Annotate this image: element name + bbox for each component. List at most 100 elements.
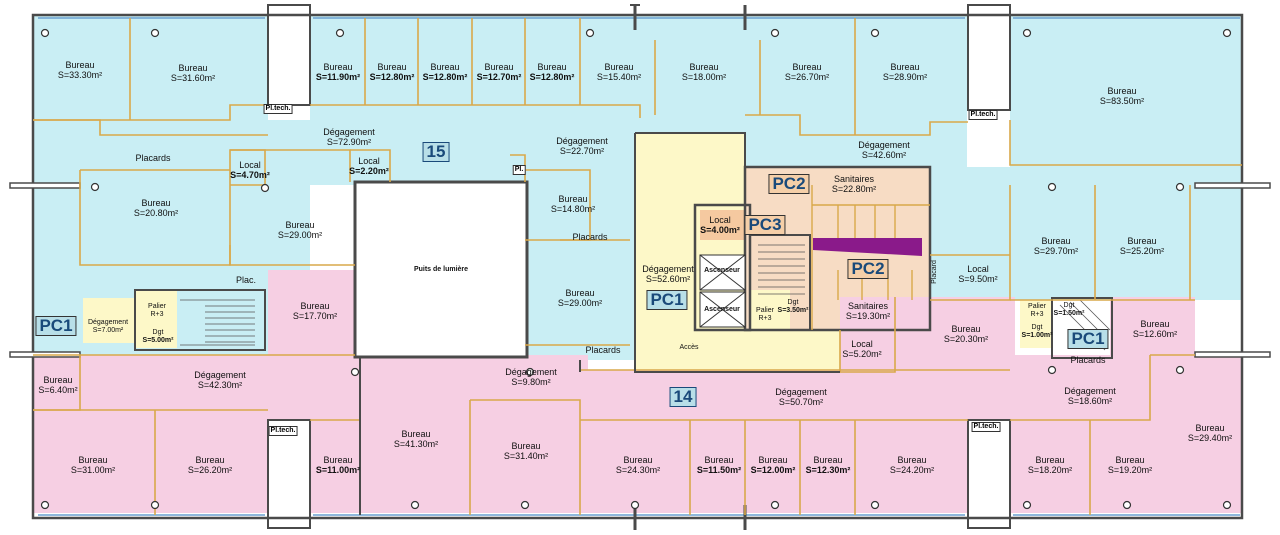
room-area: S=11.90m² bbox=[315, 72, 361, 82]
room-name: Palier bbox=[148, 303, 166, 310]
room-name: Bureau bbox=[484, 62, 514, 72]
room-name: Bureau bbox=[401, 429, 431, 439]
room-name: Bureau bbox=[792, 62, 822, 72]
room-name: Dégagement bbox=[1064, 386, 1116, 396]
room-area: S=72.90m² bbox=[326, 137, 372, 147]
room-label: Placards bbox=[135, 153, 170, 163]
room-area: S=11.00m² bbox=[315, 465, 361, 475]
room-name: Bureau bbox=[178, 63, 208, 73]
room-name: Palier bbox=[756, 307, 774, 314]
room-label: Placards bbox=[572, 232, 607, 242]
room-area: S=9.50m² bbox=[958, 274, 998, 284]
room-area: S=28.90m² bbox=[882, 72, 928, 82]
room-name: Bureau bbox=[1195, 423, 1225, 433]
room-area: S=24.20m² bbox=[889, 465, 935, 475]
room-name: Dgt bbox=[1031, 324, 1043, 331]
room-area: S=11.50m² bbox=[696, 465, 742, 475]
room-area: S=29.00m² bbox=[277, 230, 323, 240]
room-area: R+3 bbox=[150, 311, 164, 318]
room-area: S=20.30m² bbox=[943, 334, 989, 344]
room-area: S=12.80m² bbox=[369, 72, 415, 82]
room-area: S=19.20m² bbox=[1107, 465, 1153, 475]
room-name: Bureau bbox=[565, 288, 595, 298]
room-name: Bureau bbox=[1115, 455, 1145, 465]
room-name: Bureau bbox=[195, 455, 225, 465]
accessible-ramp bbox=[813, 238, 922, 256]
zone-number-15: 15 bbox=[422, 142, 450, 162]
room-name: Bureau bbox=[511, 441, 541, 451]
columns bbox=[40, 28, 1232, 510]
room-name: Bureau bbox=[758, 455, 788, 465]
room-area: S=24.30m² bbox=[615, 465, 661, 475]
room-area: S=25.20m² bbox=[1119, 246, 1165, 256]
room-name: Dgt bbox=[787, 299, 799, 306]
room-area: S=29.70m² bbox=[1033, 246, 1079, 256]
zone-pc2-top: PC2 bbox=[768, 174, 810, 194]
room-name: Bureau bbox=[623, 455, 653, 465]
room-name: Dégagement bbox=[642, 264, 694, 274]
room-name: Bureau bbox=[890, 62, 920, 72]
room-area: S=12.70m² bbox=[476, 72, 522, 82]
room-name: Bureau bbox=[300, 301, 330, 311]
zone-pc1-right: PC1 bbox=[1067, 329, 1109, 349]
room-area: S=26.70m² bbox=[784, 72, 830, 82]
room-area: S=5.00m² bbox=[142, 337, 174, 344]
zone-pc1-center: PC1 bbox=[646, 290, 688, 310]
room-area: S=42.30m² bbox=[197, 380, 243, 390]
stair-treads bbox=[180, 244, 1111, 351]
core-walls bbox=[359, 132, 840, 515]
room-area: S=29.00m² bbox=[557, 298, 603, 308]
room-area: S=6.40m² bbox=[38, 385, 78, 395]
room-name: Bureau bbox=[813, 455, 843, 465]
room-name: Sanitaires bbox=[847, 301, 889, 311]
room-name: Bureau bbox=[323, 62, 353, 72]
light-shaft-label: Puits de lumière bbox=[413, 266, 469, 273]
room-name: Placards bbox=[585, 345, 621, 355]
room-name: Bureau bbox=[78, 455, 108, 465]
room-name: Sanitaires bbox=[833, 174, 875, 184]
room-name: Dégagement bbox=[87, 319, 129, 326]
room-name: Placards bbox=[135, 153, 171, 163]
room-name: Bureau bbox=[704, 455, 734, 465]
room-area: S=52.60m² bbox=[645, 274, 691, 284]
zone-number-14: 14 bbox=[669, 387, 697, 407]
room-name: Bureau bbox=[323, 455, 353, 465]
room-name: Dégagement bbox=[505, 367, 557, 377]
room-name: Bureau bbox=[1035, 455, 1065, 465]
room-area: R+3 bbox=[758, 315, 772, 322]
elevators bbox=[699, 254, 746, 328]
room-name: Bureau bbox=[689, 62, 719, 72]
room-fills bbox=[33, 15, 1242, 518]
room-area: S=19.30m² bbox=[845, 311, 891, 321]
room-area: S=18.20m² bbox=[1027, 465, 1073, 475]
room-name: Local bbox=[239, 160, 261, 170]
room-area: S=31.00m² bbox=[70, 465, 116, 475]
